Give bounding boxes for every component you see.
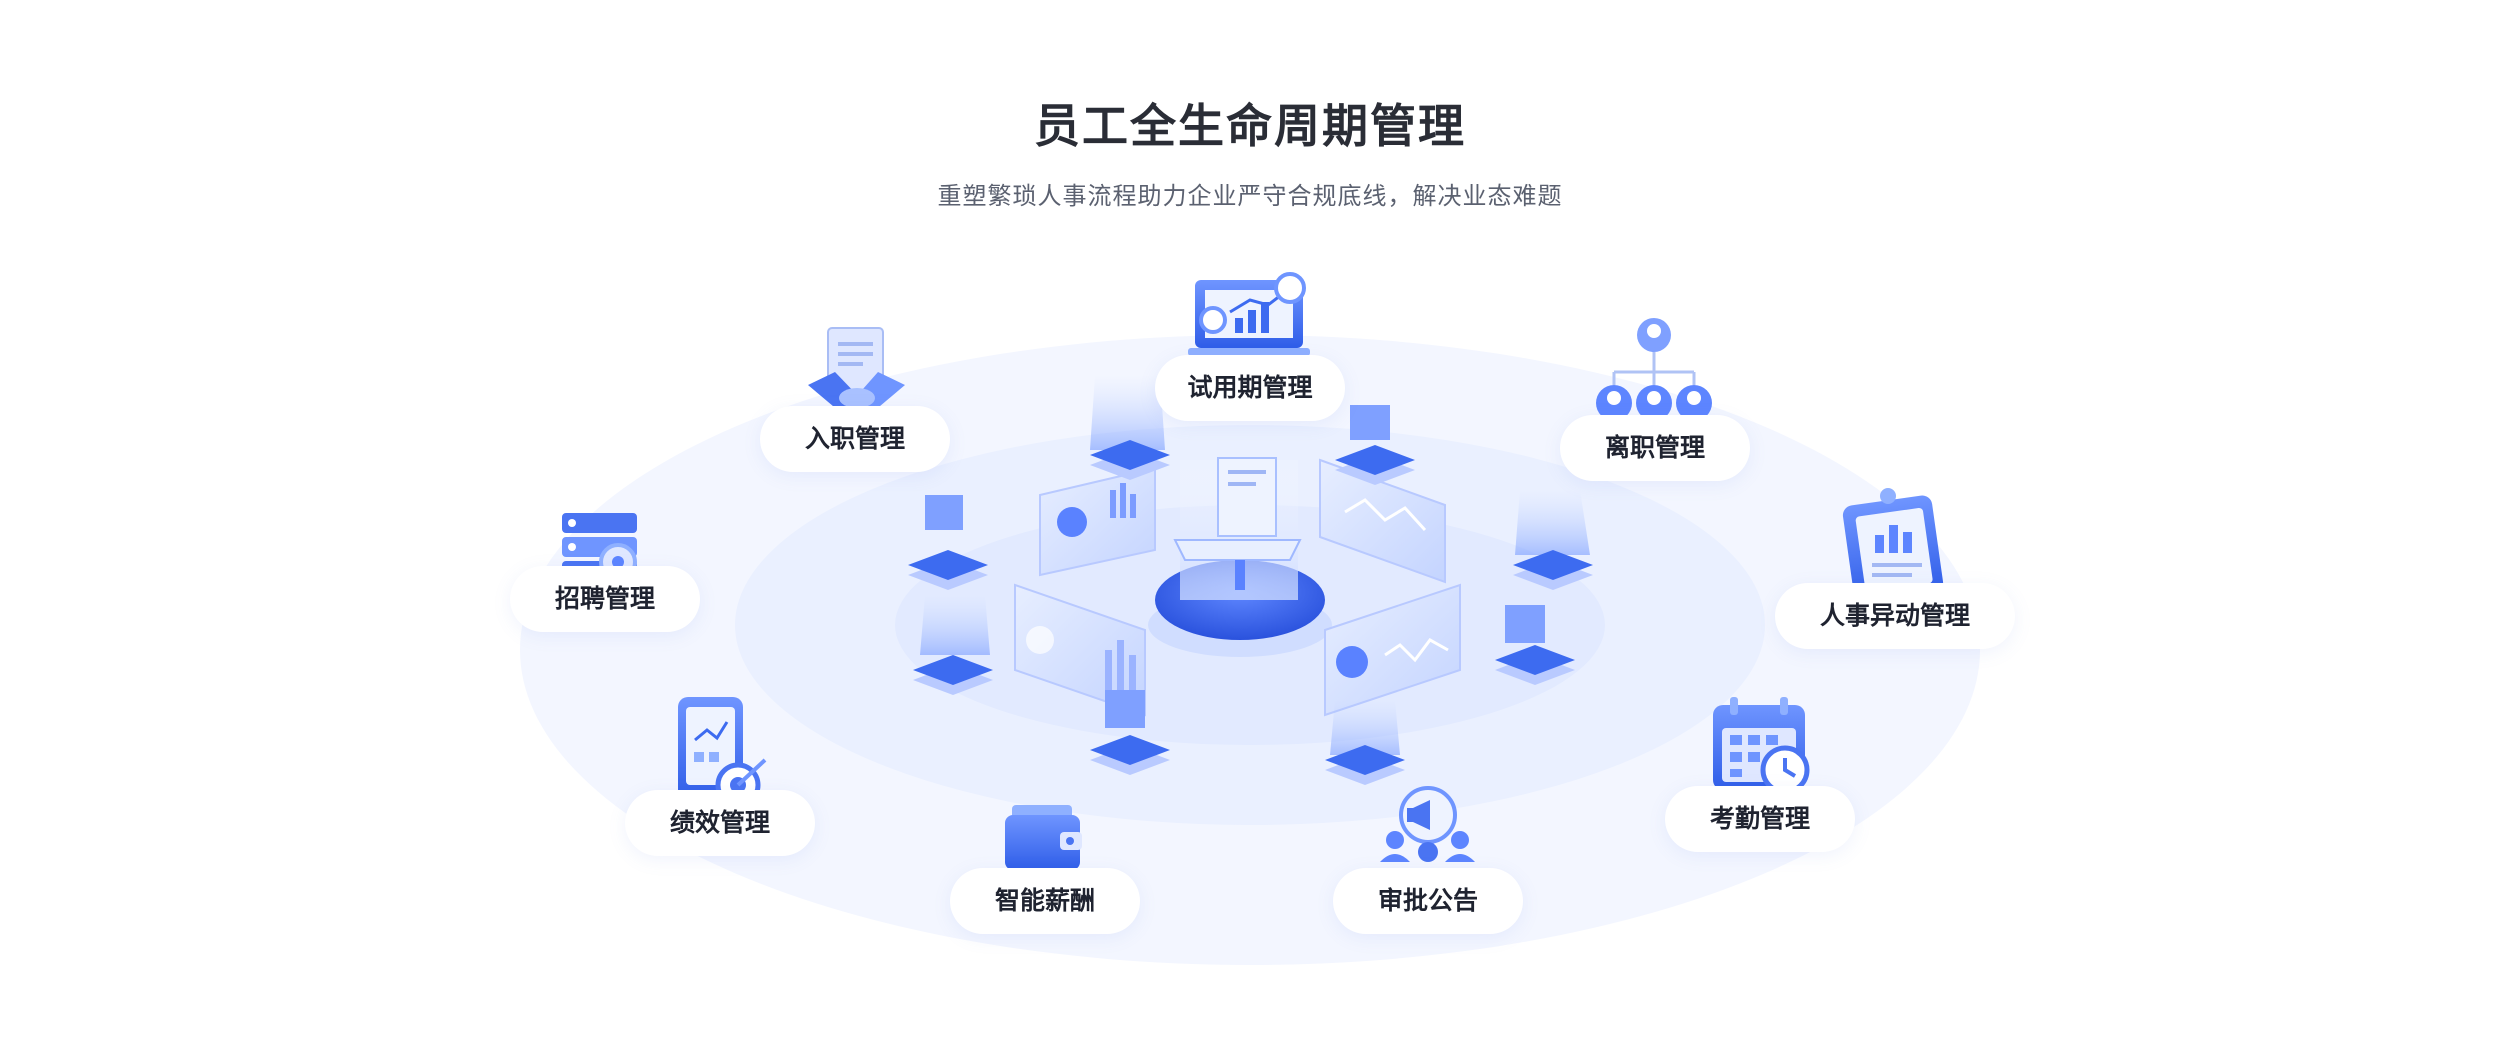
org-chart-icon (1596, 318, 1712, 421)
page-title: 员工全生命周期管理 (1034, 99, 1466, 153)
module-recruitment[interactable]: 招聘管理 (510, 566, 700, 632)
page-subtitle: 重塑繁琐人事流程助力企业严守合规底线，解决业态难题 (937, 182, 1563, 210)
server-stack-bottom-left (1090, 690, 1170, 775)
clipboard-chart-icon (1842, 488, 1944, 603)
handshake-document-icon (808, 327, 905, 412)
module-onboarding-label: 入职管理 (804, 424, 905, 453)
module-transfer[interactable]: 人事异动管理 (1775, 583, 2015, 649)
module-payroll-label: 智能薪酬 (994, 886, 1095, 915)
module-probation[interactable]: 试用期管理 (1155, 355, 1345, 421)
panel-bar-dashboard (1014, 583, 1146, 717)
server-stack-left (908, 495, 988, 590)
wallet-icon (1005, 805, 1082, 870)
server-stack-bottom-right-outer (1495, 605, 1575, 685)
module-performance-label: 绩效管理 (669, 808, 770, 837)
panel-pie-dashboard (1039, 466, 1156, 577)
module-attendance[interactable]: 考勤管理 (1665, 786, 1855, 852)
module-approval[interactable]: 审批公告 (1333, 868, 1523, 934)
calendar-clock-icon (1713, 697, 1810, 795)
module-payroll[interactable]: 智能薪酬 (950, 868, 1140, 934)
panel-analytics-dashboard (1324, 583, 1461, 717)
center-hologram-icon (1148, 457, 1332, 657)
module-probation-label: 试用期管理 (1187, 373, 1313, 402)
module-approval-label: 审批公告 (1377, 886, 1478, 915)
module-transfer-label: 人事异动管理 (1819, 601, 1970, 630)
server-stack-bottom-left-outer (913, 595, 993, 695)
module-recruitment-label: 招聘管理 (554, 584, 655, 613)
module-performance[interactable]: 绩效管理 (625, 790, 815, 856)
module-resignation-label: 离职管理 (1604, 433, 1705, 462)
server-stack-top-right (1335, 405, 1415, 485)
server-stack-right (1513, 490, 1593, 590)
panel-line-dashboard (1319, 458, 1446, 584)
module-attendance-label: 考勤管理 (1709, 804, 1810, 833)
server-stack-top-left (1090, 375, 1170, 480)
laptop-chart-icon (1188, 272, 1310, 356)
megaphone-team-icon (1380, 786, 1475, 878)
module-onboarding[interactable]: 入职管理 (760, 406, 950, 472)
module-resignation[interactable]: 离职管理 (1560, 415, 1750, 481)
server-stack-bottom-right (1325, 700, 1405, 785)
